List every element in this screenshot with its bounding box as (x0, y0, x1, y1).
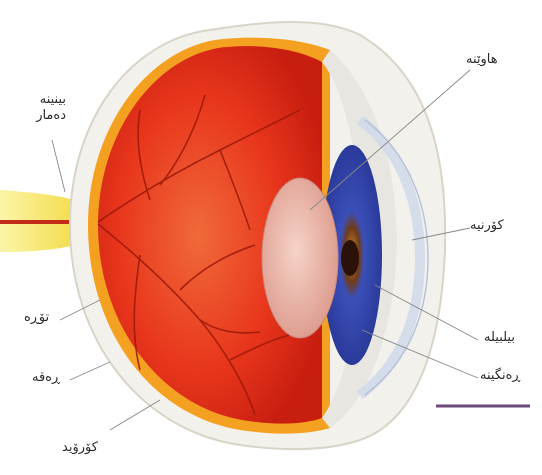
label-cornea: کۆرنیه (470, 218, 504, 234)
label-optic-nerve-text: بینینه دەمار (36, 92, 66, 123)
label-pupil: بیلبیله (484, 330, 515, 346)
pupil (341, 240, 359, 276)
label-sclera: ڕەقه (32, 370, 60, 386)
label-iris: ڕەنگینه (480, 368, 520, 384)
label-optic-nerve: بینینه دەمار (6, 92, 66, 124)
label-choroid: کۆرۆید (62, 440, 98, 456)
label-lens: هاوێنه (466, 52, 498, 68)
label-retina: تۆڕه (24, 310, 49, 326)
lens (262, 178, 338, 338)
